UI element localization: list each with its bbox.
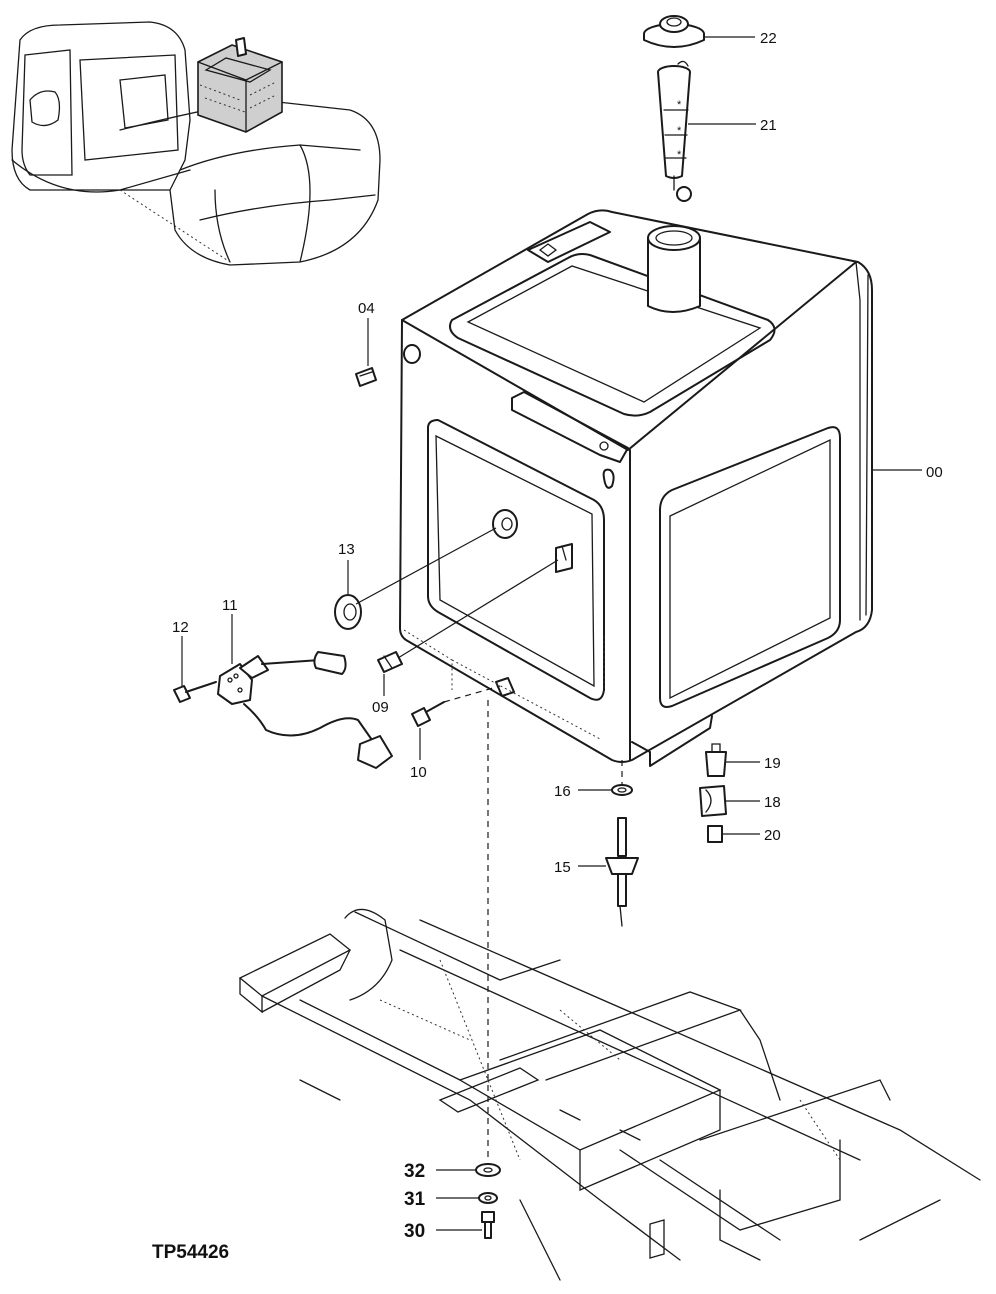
callout-04: 04: [358, 300, 375, 317]
figure-id: TP54426: [152, 1242, 229, 1263]
callout-32: 32: [404, 1161, 425, 1182]
callout-31: 31: [404, 1189, 426, 1210]
callout-12: 12: [172, 619, 189, 636]
part-13-gasket: [334, 527, 497, 630]
svg-text:*: *: [677, 125, 682, 137]
part-11-level-switch: [217, 614, 393, 769]
part-21-strainer: * * *: [657, 60, 756, 202]
part-30-bolt: [436, 1211, 495, 1239]
callout-22: 22: [760, 30, 777, 47]
callout-20: 20: [764, 827, 781, 844]
callout-19: 19: [764, 755, 781, 772]
part-19-fitting: [705, 743, 760, 777]
svg-text:*: *: [677, 99, 682, 111]
callout-21: 21: [760, 117, 777, 134]
part-15-drain-valve: [578, 817, 639, 927]
part-18-clamp: [699, 785, 760, 817]
upper-frame: [238, 908, 981, 1281]
callout-13: 13: [338, 541, 355, 558]
callout-10: 10: [410, 764, 427, 781]
callout-11: 11: [222, 597, 238, 614]
callout-30: 30: [404, 1221, 425, 1242]
part-22-cap: [643, 15, 755, 48]
callout-16: 16: [554, 783, 571, 800]
callout-15: 15: [554, 859, 571, 876]
tank-assembly: [399, 209, 922, 767]
part-16-washer: [578, 760, 633, 796]
part-12-bolt: [173, 636, 217, 703]
part-31-lockwasher: [436, 1192, 498, 1204]
callout-09: 09: [372, 699, 389, 716]
callout-18: 18: [764, 794, 781, 811]
callout-00: 00: [926, 464, 943, 481]
part-32-washer: [436, 1163, 501, 1177]
part-20-plug: [707, 825, 760, 843]
part-04-plug: [355, 318, 377, 387]
svg-text:*: *: [677, 149, 682, 161]
part-10-bolt: [411, 685, 501, 760]
machine-locator-inset: [11, 21, 381, 266]
part-09-bracket: [377, 559, 559, 696]
